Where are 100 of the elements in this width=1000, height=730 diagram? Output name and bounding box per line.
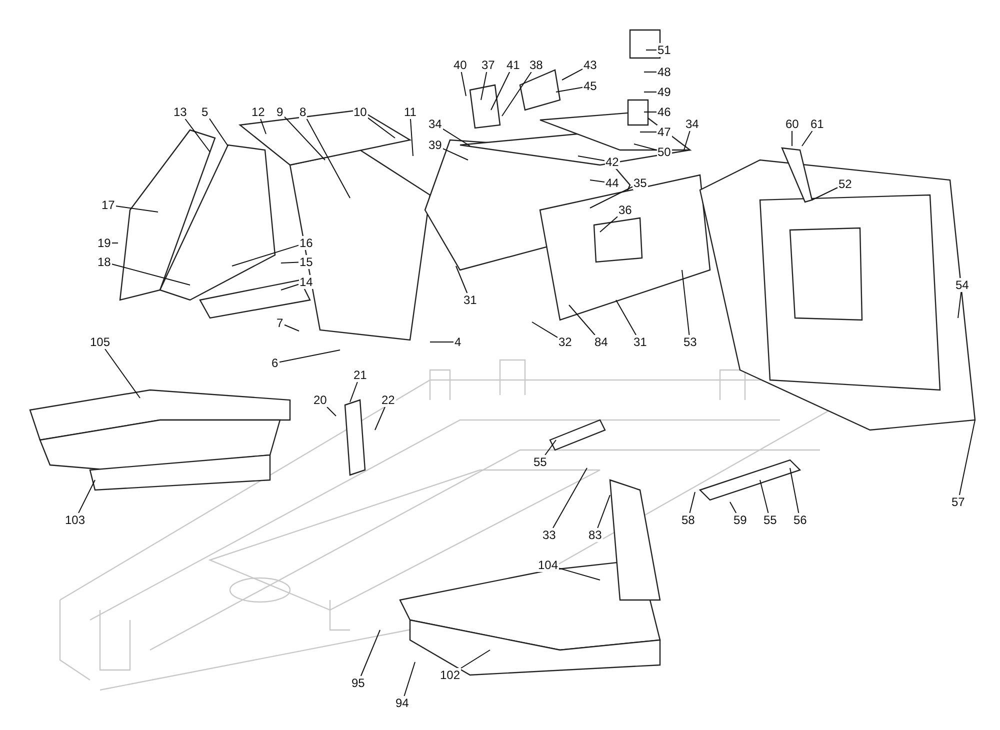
- callout-number: 11: [403, 105, 418, 119]
- callout-number: 104: [537, 558, 560, 572]
- callout-number: 4: [454, 335, 462, 349]
- callout-number: 34: [684, 117, 700, 131]
- callout-number: 49: [656, 85, 672, 99]
- callout-number: 95: [350, 676, 366, 690]
- leader-line: [760, 480, 769, 514]
- leader-line: [209, 118, 228, 146]
- callout-number: 17: [100, 198, 116, 212]
- callout-number: 39: [428, 138, 443, 152]
- callout-number: 41: [506, 58, 521, 72]
- callout-number: 13: [172, 105, 188, 119]
- leader-line: [958, 292, 962, 318]
- callout-number: 33: [542, 528, 557, 542]
- leader-line: [404, 662, 416, 696]
- leader-line: [578, 156, 605, 162]
- leader-line: [410, 118, 414, 156]
- leader-line: [958, 420, 976, 496]
- callout-number: 40: [452, 58, 468, 72]
- leader-line: [260, 118, 266, 134]
- leader-line: [684, 130, 690, 150]
- leader-line: [456, 266, 468, 294]
- callout-number: 34: [428, 117, 443, 131]
- callout-number: 103: [64, 513, 86, 527]
- callout-number: 102: [439, 668, 462, 682]
- callout-number: 31: [462, 293, 478, 307]
- callout-number: 18: [96, 255, 112, 269]
- callout-number: 15: [298, 255, 314, 269]
- leader-line: [442, 148, 468, 160]
- leader-line: [616, 300, 636, 336]
- leader-line: [442, 128, 470, 146]
- callout-number: 50: [656, 145, 672, 159]
- leader-line: [350, 382, 358, 402]
- leader-line: [280, 284, 299, 290]
- leader-line: [568, 304, 596, 336]
- leader-line: [790, 468, 800, 514]
- callout-number: 44: [604, 176, 620, 190]
- leader-line: [284, 116, 326, 160]
- leader-line: [284, 324, 300, 332]
- callout-number: 35: [632, 176, 648, 190]
- callout-number: 53: [682, 335, 698, 349]
- leader-line: [326, 406, 336, 416]
- callout-number: 12: [250, 105, 266, 119]
- callout-number: 46: [656, 105, 672, 119]
- leader-line: [232, 244, 299, 266]
- leader-line: [532, 322, 558, 338]
- callout-number: 38: [528, 58, 544, 72]
- leader-line: [460, 72, 466, 96]
- leader-line: [597, 494, 610, 528]
- leader-line: [502, 72, 532, 116]
- callout-number: 94: [394, 696, 410, 710]
- callout-number: 9: [276, 105, 284, 119]
- callout-number: 48: [656, 65, 672, 79]
- callout-number: 19: [96, 236, 112, 250]
- leader-line: [590, 180, 605, 182]
- leader-line: [600, 216, 618, 232]
- leader-line: [802, 130, 813, 146]
- callout-number: 6: [270, 356, 280, 370]
- leader-line: [78, 480, 96, 514]
- leader-line: [689, 492, 696, 514]
- leader-line: [367, 117, 396, 138]
- leader-line: [556, 86, 583, 92]
- callout-number: 22: [380, 393, 396, 407]
- callout-number: 54: [954, 278, 970, 292]
- callout-number: 21: [352, 368, 368, 382]
- leader-line: [306, 118, 350, 198]
- leader-line: [279, 350, 340, 363]
- callout-number: 105: [89, 335, 112, 349]
- leader-line: [280, 262, 299, 264]
- leader-line: [111, 242, 118, 244]
- leader-line: [184, 118, 210, 152]
- callout-number: 10: [352, 105, 368, 119]
- leader-line: [730, 502, 737, 514]
- leader-line: [552, 468, 588, 528]
- leader-line: [115, 206, 158, 212]
- leader-line: [460, 650, 490, 669]
- callout-number: 36: [618, 203, 633, 217]
- callout-number: 20: [312, 393, 328, 407]
- callout-number: 55: [762, 513, 778, 527]
- callout-number: 83: [588, 528, 603, 542]
- callout-number: 55: [532, 455, 548, 469]
- callout-number: 51: [656, 43, 672, 57]
- callout-number: 32: [558, 335, 573, 349]
- callout-number: 52: [838, 177, 853, 191]
- leader-line: [562, 68, 583, 80]
- leader-line: [682, 270, 690, 336]
- callout-number: 61: [810, 117, 825, 131]
- callout-number: 60: [784, 117, 800, 131]
- callout-number: 45: [582, 79, 598, 93]
- callout-number: 5: [200, 105, 210, 119]
- callout-number: 8: [298, 105, 308, 119]
- leader-line: [480, 72, 488, 100]
- callout-number: 56: [792, 513, 808, 527]
- leader-line: [812, 187, 838, 200]
- callout-number: 37: [480, 58, 496, 72]
- leader-line: [590, 186, 633, 208]
- callout-number: 59: [732, 513, 748, 527]
- callout-number: 42: [604, 155, 620, 169]
- leader-line: [490, 72, 510, 110]
- callout-number: 47: [656, 125, 672, 139]
